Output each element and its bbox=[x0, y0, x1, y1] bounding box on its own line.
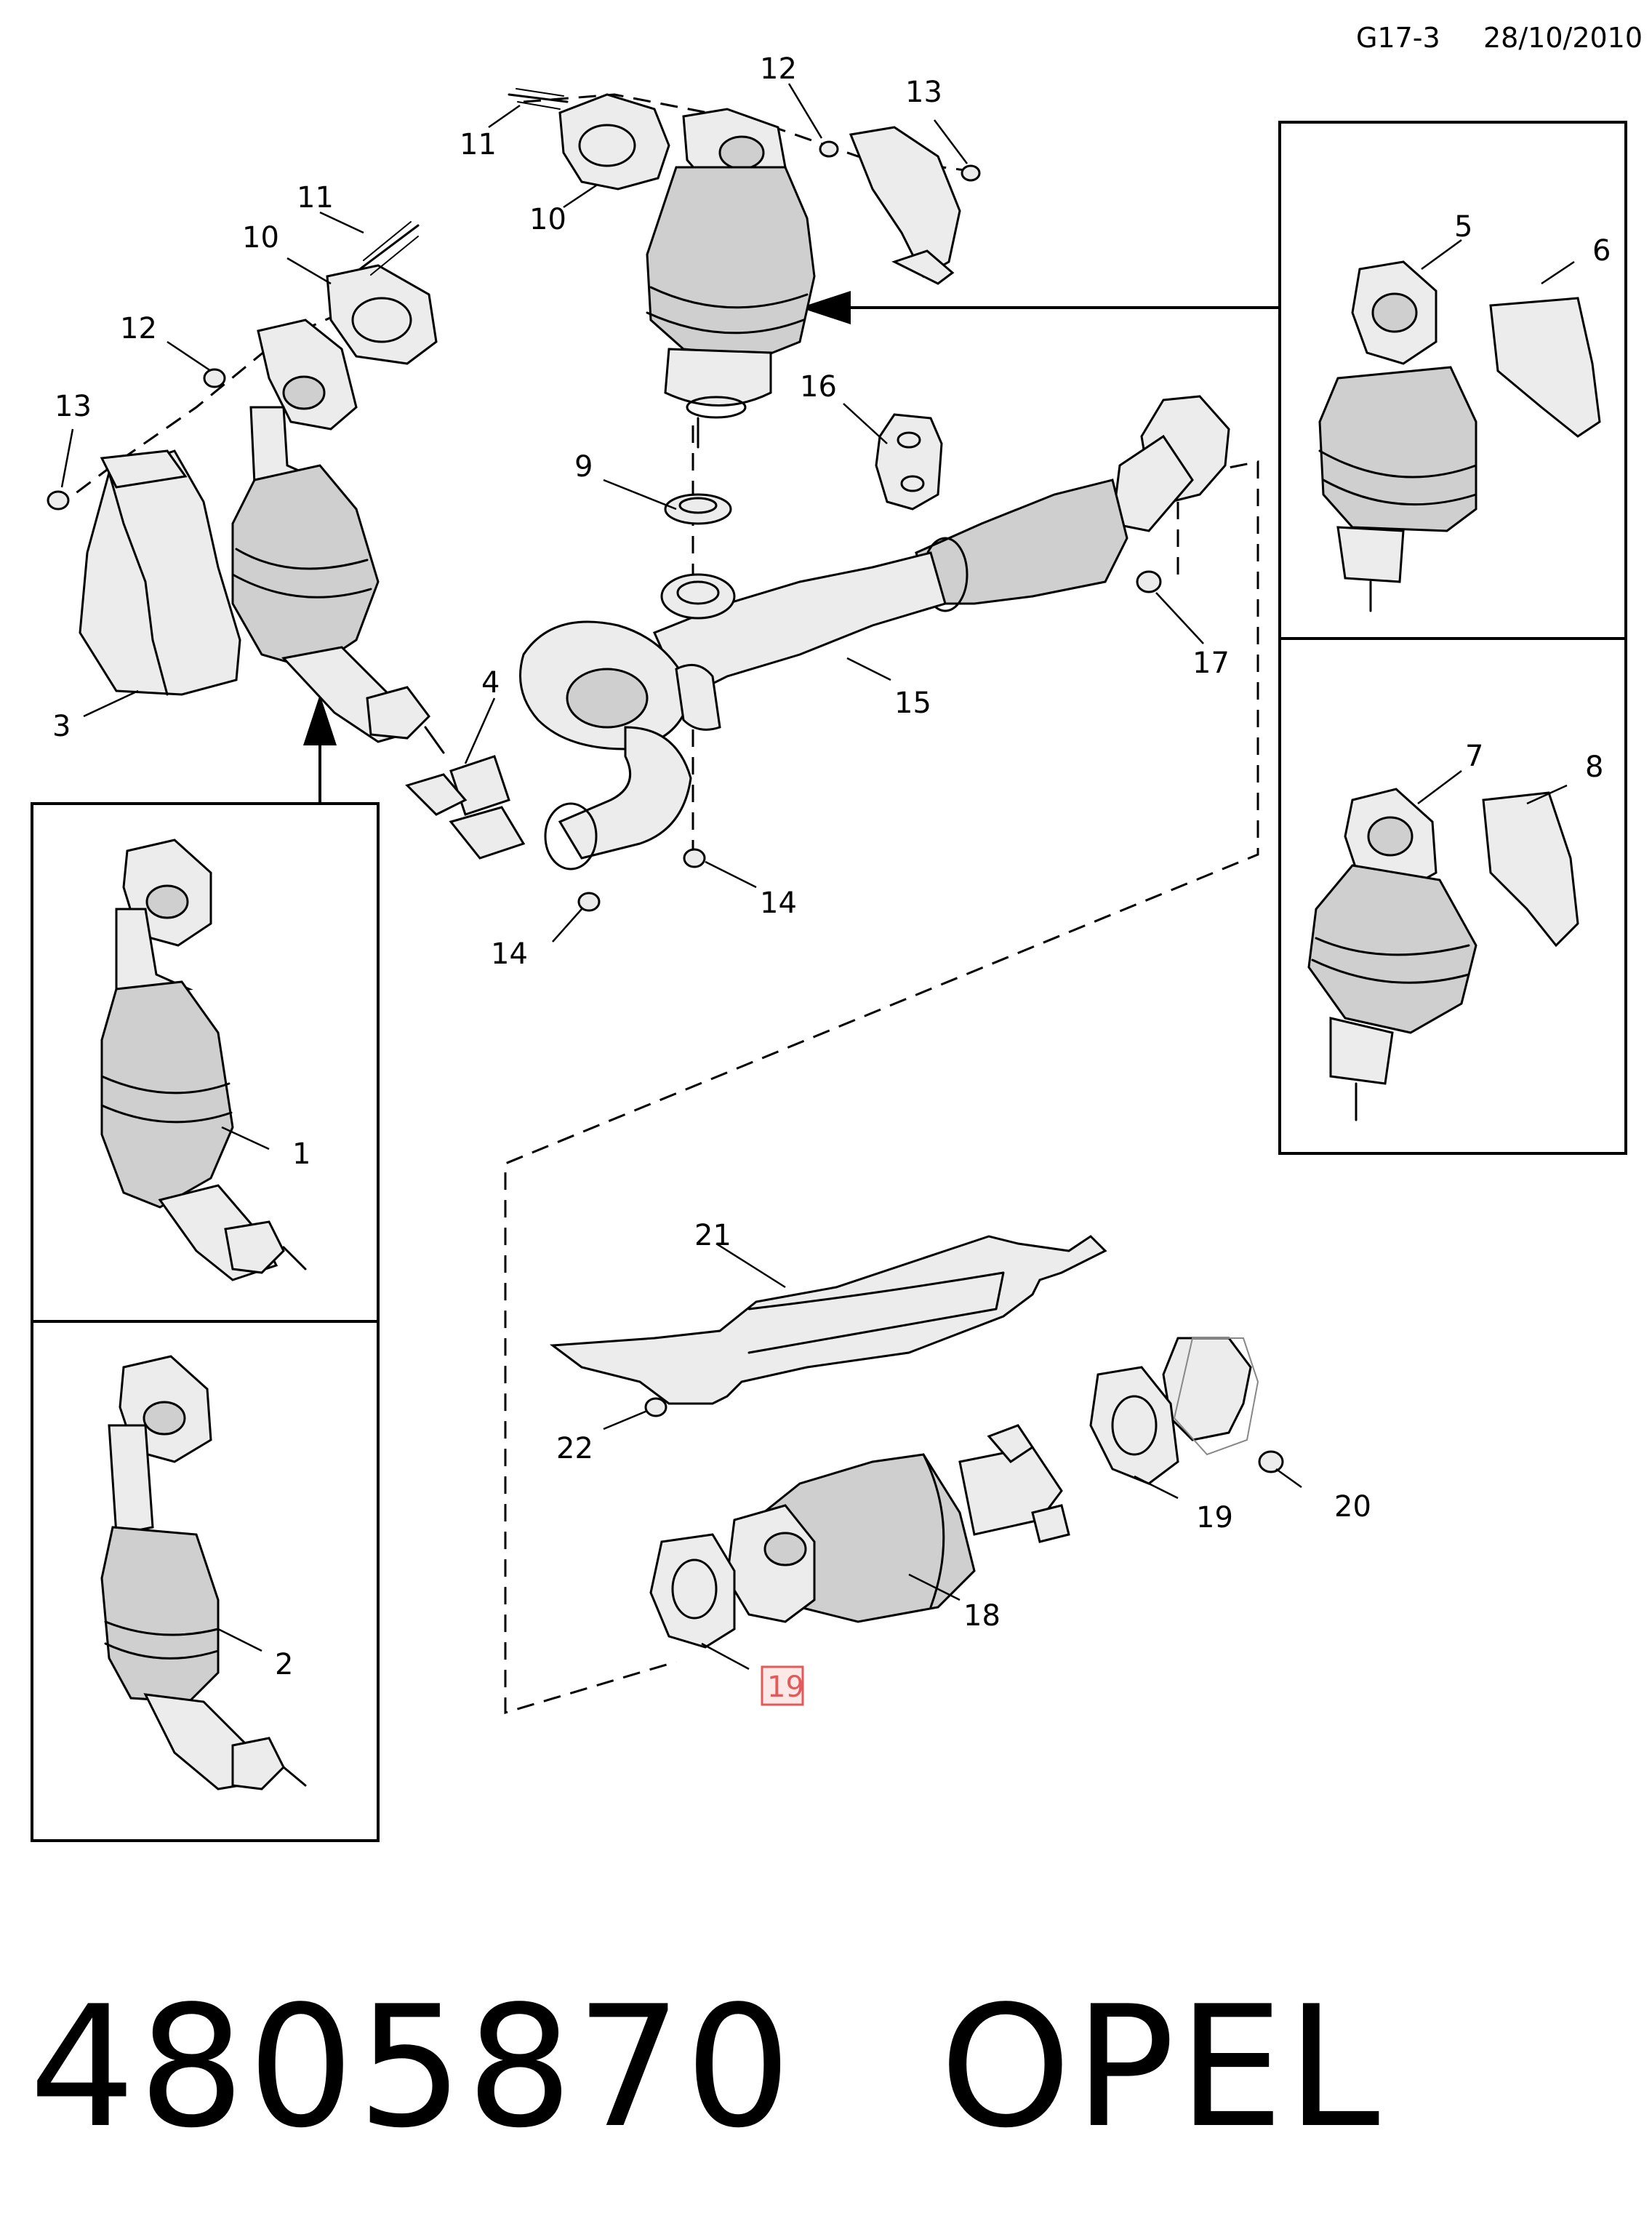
callout-6: 6 bbox=[1592, 234, 1611, 268]
gasket-19-right bbox=[1089, 1366, 1179, 1485]
gasket-9 bbox=[664, 493, 732, 525]
diagram-code: G17-3 bbox=[1356, 22, 1440, 54]
converter-7 bbox=[1307, 788, 1477, 1121]
nut-13-top bbox=[961, 164, 981, 182]
callout-10-top: 10 bbox=[529, 203, 566, 236]
arrow-to-box-1 bbox=[303, 695, 337, 804]
flange-ring bbox=[660, 573, 736, 620]
callout-21: 21 bbox=[694, 1219, 731, 1252]
dashed-assembly-line bbox=[504, 460, 1259, 1715]
diagram-date: 28/10/2010 bbox=[1483, 22, 1643, 54]
nut-13-left bbox=[47, 490, 70, 511]
hanger-16 bbox=[875, 413, 943, 511]
intermediate-converter-18 bbox=[726, 1337, 1252, 1623]
converter-5 bbox=[1318, 260, 1477, 612]
nut-22 bbox=[644, 1397, 667, 1417]
callout-2: 2 bbox=[275, 1648, 293, 1681]
callout-18: 18 bbox=[963, 1599, 1001, 1633]
callout-12-top: 12 bbox=[760, 52, 797, 86]
callout-3: 3 bbox=[52, 710, 71, 743]
callout-19-highlighted[interactable]: 19 bbox=[761, 1665, 804, 1706]
brand-name: OPEL bbox=[939, 1971, 1383, 2165]
gasket-19-left bbox=[649, 1533, 736, 1649]
callout-14-left: 14 bbox=[491, 937, 528, 971]
callout-9: 9 bbox=[574, 450, 593, 484]
callout-12-left: 12 bbox=[120, 312, 157, 345]
dashed-line-13-11 bbox=[54, 286, 393, 511]
stud-11-left bbox=[358, 221, 420, 276]
flange-4-and-gasket bbox=[405, 755, 526, 860]
manifold-catalytic-converter-top bbox=[558, 93, 961, 449]
converter-1 bbox=[100, 839, 307, 1281]
callout-19-highlighted-label: 19 bbox=[767, 1670, 804, 1704]
callout-10-left: 10 bbox=[242, 221, 279, 255]
nut-20 bbox=[1258, 1450, 1284, 1473]
callout-5: 5 bbox=[1454, 210, 1472, 244]
part-number: 4805870 bbox=[29, 1971, 795, 2165]
nut-14-left bbox=[577, 892, 601, 912]
detail-box-parts-7-8 bbox=[1278, 637, 1627, 1155]
heat-shield-21 bbox=[549, 1235, 1107, 1405]
callout-19-right: 19 bbox=[1196, 1501, 1233, 1534]
callout-14-right: 14 bbox=[760, 887, 797, 920]
heat-shield-3 bbox=[79, 449, 241, 696]
callout-20: 20 bbox=[1334, 1490, 1371, 1524]
converter-2 bbox=[100, 1355, 307, 1790]
stud-11-top bbox=[508, 88, 569, 110]
detail-box-part-2 bbox=[31, 1320, 380, 1842]
callout-4: 4 bbox=[481, 666, 500, 700]
leader-lines bbox=[60, 83, 1575, 1670]
nut-17 bbox=[1136, 570, 1162, 593]
callout-11-top: 11 bbox=[460, 128, 497, 161]
callout-11-left: 11 bbox=[297, 181, 334, 215]
manifold-catalytic-converter-left bbox=[231, 319, 445, 754]
callout-7: 7 bbox=[1465, 740, 1483, 773]
dashed-line-top bbox=[523, 93, 971, 172]
front-pipe-15 bbox=[519, 395, 1230, 871]
mating-flange-ghost bbox=[1173, 1337, 1259, 1456]
heat-shield-8 bbox=[1482, 791, 1579, 948]
footer-caption: 4805870 OPEL bbox=[29, 1971, 1383, 2165]
callout-1: 1 bbox=[292, 1137, 310, 1171]
gasket-10-left bbox=[326, 264, 438, 365]
heat-shield-6 bbox=[1489, 297, 1601, 438]
nut-14-right bbox=[683, 848, 706, 868]
nut-12-left bbox=[203, 368, 226, 388]
callout-17: 17 bbox=[1192, 647, 1230, 680]
callout-22: 22 bbox=[556, 1432, 593, 1465]
arrow-to-box-5-6 bbox=[800, 291, 1280, 324]
callout-13-left: 13 bbox=[55, 390, 92, 423]
callout-16: 16 bbox=[800, 370, 837, 404]
washer-12-top bbox=[819, 140, 839, 158]
callout-15: 15 bbox=[894, 687, 931, 720]
callout-13-top: 13 bbox=[905, 76, 942, 109]
callout-8: 8 bbox=[1585, 751, 1603, 784]
